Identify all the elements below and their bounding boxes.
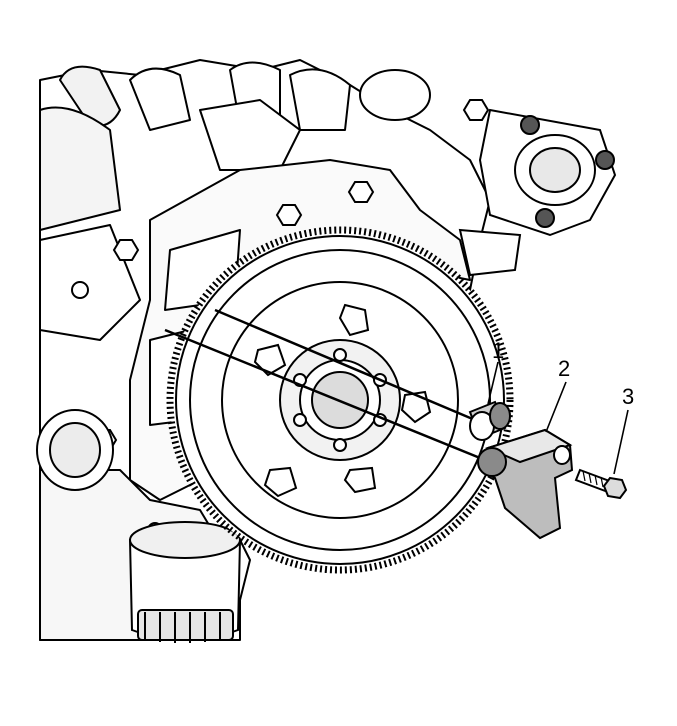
callout-1: 1 — [492, 338, 504, 363]
callout-group: 1 2 3 — [487, 338, 634, 475]
alignment-lines — [164, 308, 486, 462]
part-3-bolt — [574, 468, 628, 500]
pulley — [36, 409, 114, 491]
part-2-fork-tool — [477, 428, 574, 540]
leader-line-2 — [545, 381, 567, 433]
callout-3: 3 — [622, 384, 634, 409]
leader-line-3 — [613, 409, 629, 475]
oil-filter — [128, 521, 242, 643]
mount-bracket — [458, 108, 617, 277]
leader-line-1 — [487, 361, 499, 405]
callout-2: 2 — [558, 356, 570, 381]
part-1-dowel — [468, 400, 511, 441]
